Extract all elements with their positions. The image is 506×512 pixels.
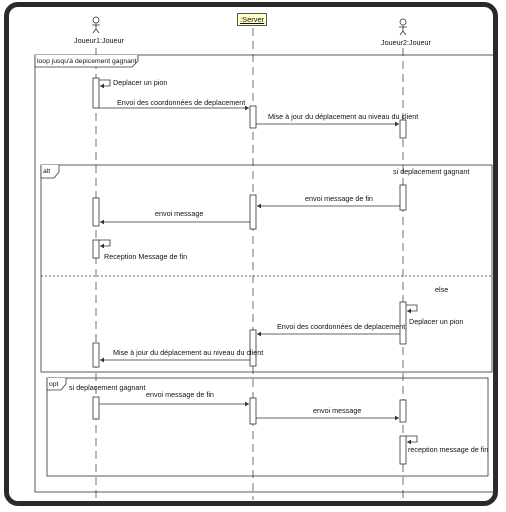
participant-server-label: :Server [237, 13, 268, 26]
else-label: else [435, 285, 449, 294]
alt-label: alt [43, 168, 51, 175]
message-label: envoi message de fin [146, 390, 214, 399]
activation-bar [399, 119, 407, 139]
opt-tag-box [46, 378, 67, 391]
activation-bar [92, 77, 100, 109]
activation-bar [399, 435, 407, 465]
self-message-arrow [406, 435, 418, 445]
message-label: envoi message [313, 406, 362, 415]
activation-bar [399, 399, 407, 423]
opt-label: opt [49, 381, 59, 388]
message-label: Reception Message de fin [104, 252, 188, 261]
activation-bar [92, 396, 100, 420]
alt-guard-label: si deplacement gagnant [393, 167, 470, 176]
actor-joueur1-icon [92, 16, 100, 34]
activation-bar [249, 194, 257, 230]
message-label: Envoi des coordonnées de deplacement [117, 98, 246, 107]
opt-frame [46, 377, 489, 477]
message-label: Mise à jour du déplacement au niveau du … [113, 348, 264, 357]
message-label: Mise à jour du déplacement au niveau du … [268, 112, 419, 121]
message-label: envoi message de fin [305, 194, 373, 203]
loop-tag-box [34, 55, 139, 68]
activation-bar [92, 197, 100, 227]
participant-joueur2-label: Joueur2:Joueur [381, 38, 431, 47]
self-message-arrow [99, 79, 111, 89]
activation-bar [399, 301, 407, 345]
self-message-arrow [99, 239, 111, 249]
loop-frame [34, 54, 495, 493]
message-label: Envoi des coordonnées de deplacement [277, 322, 406, 331]
activation-bar [249, 105, 257, 129]
activation-bar [92, 342, 100, 368]
message-label: Deplacer un pion [409, 317, 464, 326]
participant-joueur1-label: Joueur1:Joueur [74, 36, 124, 45]
actor-joueur2-icon [399, 18, 407, 36]
message-label: reception message de fin [408, 445, 489, 454]
activation-bar [249, 329, 257, 367]
self-message-arrow [406, 304, 418, 314]
loop-label: loop jusqu'à depicement gagnant [37, 58, 137, 65]
alt-frame [40, 164, 493, 373]
opt-guard-label: si deplacement gagnant [69, 383, 146, 392]
message-label: Deplacer un pion [113, 78, 168, 87]
alt-tag-box [40, 165, 60, 179]
message-label: envoi message [155, 209, 204, 218]
activation-bar [399, 184, 407, 211]
activation-bar [249, 397, 257, 425]
activation-bar [92, 239, 100, 259]
